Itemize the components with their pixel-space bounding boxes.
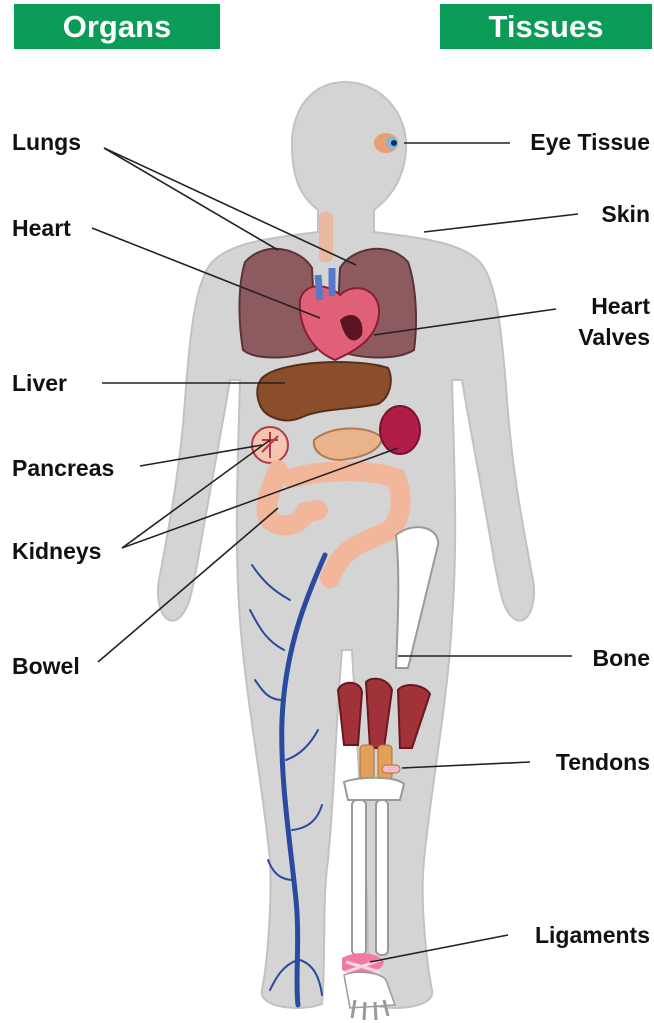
trachea-shape bbox=[319, 212, 333, 262]
tendons-label: Tendons bbox=[556, 749, 650, 775]
bone-label: Bone bbox=[593, 645, 651, 671]
lungs-label: Lungs bbox=[12, 129, 81, 155]
thigh-muscles-shape bbox=[338, 679, 430, 748]
liver-label: Liver bbox=[12, 370, 67, 396]
eye-icon bbox=[374, 133, 398, 153]
heart-valves-label-line2: Valves bbox=[578, 324, 650, 350]
pancreas-label: Pancreas bbox=[12, 455, 114, 481]
bowel-label: Bowel bbox=[12, 653, 80, 679]
eye-tissue-label: Eye Tissue bbox=[530, 129, 650, 155]
heart-label: Heart bbox=[12, 215, 71, 241]
ligaments-label: Ligaments bbox=[535, 922, 650, 948]
kidneys-label: Kidneys bbox=[12, 538, 101, 564]
skin-label: Skin bbox=[601, 201, 650, 227]
kidney-shape bbox=[380, 406, 420, 454]
heart-valves-label-line1: Heart bbox=[591, 293, 650, 319]
